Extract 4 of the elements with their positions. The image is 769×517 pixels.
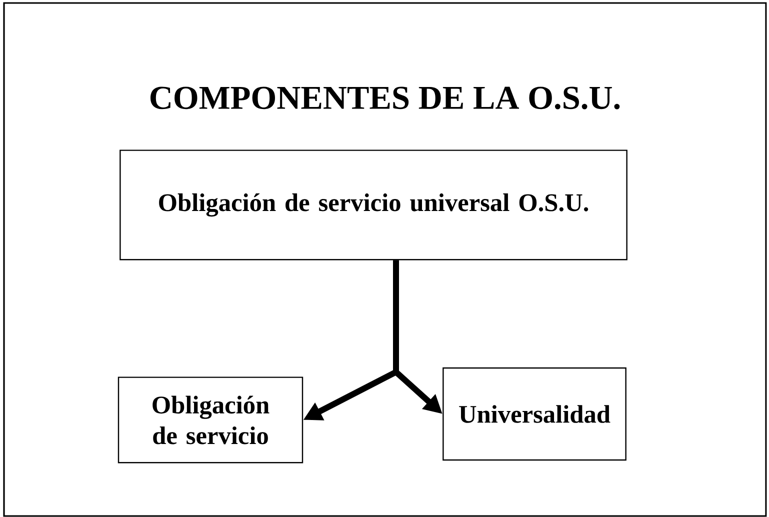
title: COMPONENTES DE LA O.S.U. — [150, 86, 620, 110]
process-box: Obligación de servicio universal O.S.U. — [120, 150, 628, 260]
process-box: Universalidad — [442, 367, 626, 461]
process-box: Obligación de servicio — [118, 376, 304, 464]
